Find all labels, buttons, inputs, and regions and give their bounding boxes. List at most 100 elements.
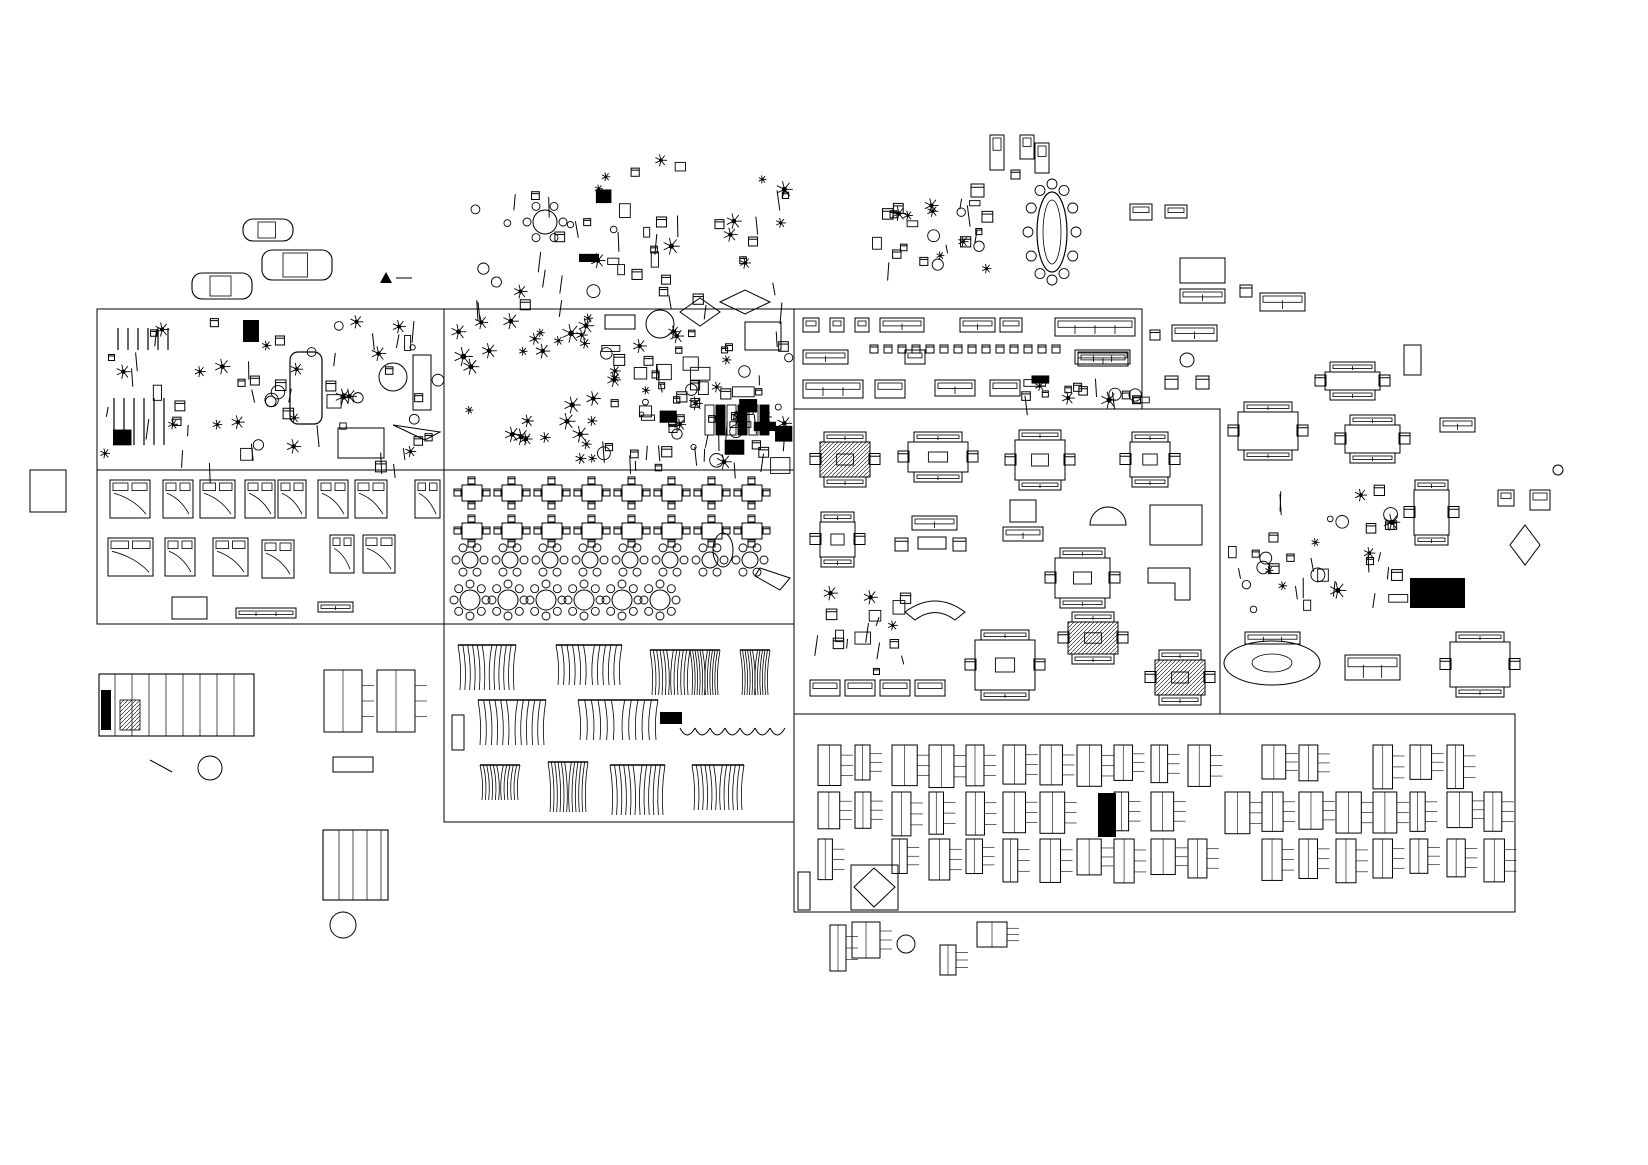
curtain-icon bbox=[739, 649, 771, 696]
panel-outdoor-equipment-vehicles-content bbox=[100, 315, 445, 484]
dining-table-icon bbox=[493, 514, 531, 548]
curtain-icon bbox=[649, 649, 691, 696]
wardrobe-icon bbox=[98, 673, 255, 737]
panel-wardrobe-cabinet-elevations-content bbox=[797, 744, 1517, 911]
dining-table-icon bbox=[573, 514, 611, 548]
cabinet-elevation-icon bbox=[1150, 791, 1186, 832]
dining-table-icon bbox=[573, 476, 611, 510]
panel-beds-plan-content bbox=[107, 479, 441, 620]
round-table-icon bbox=[639, 579, 681, 621]
cabinet-elevation-icon bbox=[1483, 791, 1514, 832]
round-table-icon bbox=[611, 543, 649, 577]
cabinet-elevation-icon bbox=[1446, 838, 1478, 878]
dining-table-icon bbox=[613, 514, 651, 548]
loose-misc-details-bottom bbox=[29, 464, 1564, 976]
cabinet-elevation-icon bbox=[1039, 838, 1073, 883]
bathtub-icon bbox=[604, 314, 636, 330]
curtain-icon bbox=[547, 761, 589, 813]
cabinet-elevation-icon bbox=[1002, 744, 1038, 785]
round-table-icon bbox=[651, 543, 689, 577]
cabinet-elevation-icon bbox=[939, 944, 968, 976]
loose-bedroom-furniture-top-right bbox=[1077, 203, 1422, 390]
rug-icon bbox=[1223, 640, 1321, 686]
section-callout-icon bbox=[197, 755, 223, 781]
dining-table-icon bbox=[733, 476, 771, 510]
curtain-icon bbox=[689, 649, 721, 696]
curtain-icon bbox=[477, 699, 547, 746]
cabinet-elevation-icon bbox=[928, 838, 962, 881]
sofa-set-icon bbox=[1334, 414, 1411, 464]
cabinet-elevation-icon bbox=[817, 744, 853, 786]
round-table-icon bbox=[449, 579, 491, 621]
sofa-set-icon bbox=[964, 629, 1046, 701]
curtain-icon bbox=[577, 699, 659, 741]
wardrobe-icon bbox=[322, 829, 389, 901]
dining-table-icon bbox=[693, 476, 731, 510]
panel-curtains-elevation-content bbox=[451, 644, 786, 816]
curtain-icon bbox=[479, 764, 521, 801]
double-bed-icon bbox=[164, 537, 196, 577]
loose-small-furniture-scatter bbox=[470, 154, 793, 327]
curtain-icon bbox=[691, 764, 745, 811]
curtain-icon bbox=[555, 644, 623, 686]
cabinet-elevation-icon bbox=[1039, 744, 1075, 786]
round-table-icon bbox=[491, 543, 529, 577]
sofa-set-icon bbox=[1004, 429, 1076, 491]
cabinet-elevation-icon bbox=[1113, 744, 1145, 781]
double-bed-icon bbox=[354, 479, 388, 519]
cabinet-elevation-icon bbox=[1483, 838, 1517, 883]
double-bed-icon bbox=[107, 537, 154, 577]
cabinet-elevation-icon bbox=[1298, 791, 1335, 830]
cabinet-elevation-icon bbox=[1039, 791, 1077, 834]
cabinet-elevation-icon bbox=[1002, 838, 1030, 883]
cabinet-elevation-icon bbox=[928, 744, 966, 789]
cabinet-elevation-icon bbox=[817, 791, 852, 830]
cabinet-elevation-icon bbox=[1446, 791, 1485, 829]
dining-table-icon bbox=[733, 514, 771, 548]
dining-table-icon bbox=[653, 514, 691, 548]
cabinet-elevation-icon bbox=[965, 791, 997, 836]
appliance-icon bbox=[243, 320, 259, 342]
loose-wardrobe-elevations-left bbox=[98, 669, 427, 939]
valance-icon bbox=[679, 727, 786, 736]
cabinet-elevation-icon bbox=[1187, 838, 1219, 879]
dining-table-icon bbox=[613, 476, 651, 510]
cabinet-elevation-icon bbox=[1150, 838, 1188, 876]
cabinet-elevation-icon bbox=[891, 791, 923, 837]
loose-living-room-sets-right bbox=[1223, 361, 1551, 698]
cabinet-elevation-icon bbox=[965, 838, 995, 875]
sofa-set-icon bbox=[809, 511, 866, 568]
cabinet-elevation-icon bbox=[1372, 744, 1405, 790]
double-bed-icon bbox=[362, 534, 396, 574]
cabinet-elevation-icon bbox=[1409, 838, 1440, 874]
cabinet-elevation-icon bbox=[829, 924, 858, 972]
cabinet-elevation-icon bbox=[1335, 791, 1374, 834]
wardrobe-icon bbox=[323, 669, 374, 733]
double-bed-icon bbox=[109, 479, 151, 519]
sofa-set-icon bbox=[1119, 431, 1181, 488]
double-bed-icon bbox=[317, 479, 349, 519]
sofa-set-icon bbox=[1144, 649, 1216, 706]
cabinet-elevation-icon bbox=[1335, 838, 1368, 884]
cabinet-elevation-icon bbox=[1002, 791, 1038, 834]
round-table-icon bbox=[601, 579, 643, 621]
cabinet-elevation-icon bbox=[1446, 744, 1476, 790]
oval-table-icon bbox=[1036, 191, 1068, 273]
round-table-icon bbox=[531, 543, 569, 577]
cabinet-elevation-icon bbox=[1261, 791, 1296, 832]
cabinet-elevation-icon bbox=[928, 791, 956, 835]
sofa-set-icon bbox=[1314, 361, 1391, 401]
sofa-set-icon bbox=[1057, 611, 1129, 665]
dining-table-icon bbox=[453, 514, 491, 548]
double-bed-icon bbox=[414, 479, 441, 519]
double-bed-icon bbox=[162, 479, 194, 519]
round-table-icon bbox=[451, 543, 489, 577]
cabinet-elevation-icon bbox=[1076, 744, 1114, 787]
cabinet-elevation-icon bbox=[1298, 744, 1330, 782]
cabinet-elevation-icon bbox=[1372, 791, 1409, 834]
cabinet-elevation-icon bbox=[851, 921, 892, 959]
panel-sofas-chairs-elevation bbox=[793, 308, 1143, 410]
curtain-icon bbox=[457, 644, 517, 691]
double-bed-icon bbox=[277, 479, 307, 519]
